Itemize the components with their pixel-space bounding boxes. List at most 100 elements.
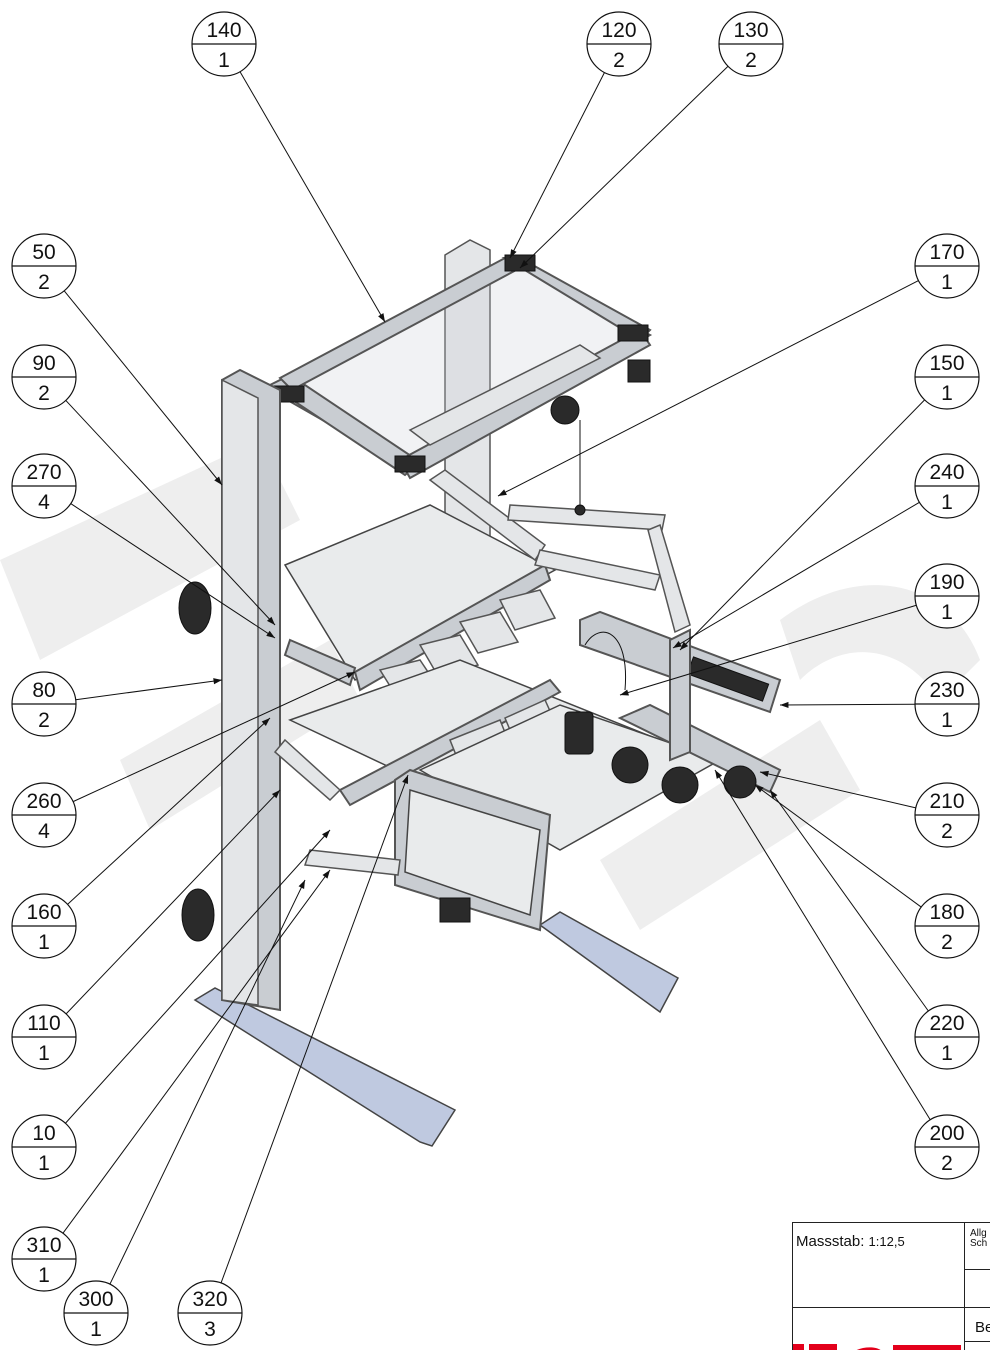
callout-quantity: 1 [941, 601, 953, 624]
callout-quantity: 4 [38, 491, 50, 514]
callout-item-number: 10 [32, 1122, 55, 1145]
callout-quantity: 2 [941, 931, 953, 954]
leader-arrow-140 [378, 313, 385, 322]
callout-item-number: 210 [929, 790, 964, 813]
callout-item-number: 80 [32, 679, 55, 702]
leader-line-90 [65, 400, 276, 626]
callout-item-number: 120 [601, 19, 636, 42]
leader-arrow-110 [271, 790, 280, 799]
leader-line-200 [714, 769, 931, 1121]
hoist [574, 420, 586, 516]
callout-quantity: 2 [613, 49, 625, 72]
callout-item-number: 310 [26, 1234, 61, 1257]
callout-item-number: 200 [929, 1122, 964, 1145]
callout-quantity: 2 [38, 709, 50, 732]
top-frame [267, 254, 653, 480]
leader-arrow-270 [266, 630, 275, 638]
leader-line-50 [63, 290, 223, 486]
callout-50: 502 [11, 233, 77, 299]
callout-bubbles: 1401120213025021701902150127042401190180… [11, 11, 980, 1346]
leader-arrow-150 [680, 641, 689, 650]
callout-quantity: 1 [941, 709, 953, 732]
leader-line-230 [779, 703, 916, 706]
leader-line-270 [70, 503, 276, 639]
upper-shelf [283, 504, 557, 692]
leader-line-160 [67, 717, 271, 905]
title-block-divider [793, 1307, 965, 1308]
front-upright [221, 368, 281, 1012]
callout-item-number: 180 [929, 901, 964, 924]
callout-quantity: 2 [941, 820, 953, 843]
callout-item-number: 230 [929, 679, 964, 702]
scale-value: 1:12,5 [868, 1234, 905, 1249]
title-block-right: Allg Sch Be [965, 1223, 990, 1350]
holders [564, 631, 757, 804]
general-label-line1: Allg [970, 1228, 987, 1239]
leader-line-170 [497, 280, 919, 497]
callout-quantity: 1 [38, 931, 50, 954]
leader-line-80 [75, 679, 223, 701]
leader-line-110 [65, 789, 281, 1015]
callout-item-number: 270 [26, 461, 61, 484]
callout-quantity: 1 [941, 491, 953, 514]
callout-quantity: 2 [941, 1152, 953, 1175]
callout-quantity: 3 [204, 1318, 216, 1341]
callout-item-number: 50 [32, 241, 55, 264]
leader-arrow-50 [214, 476, 222, 485]
leader-line-150 [679, 399, 925, 651]
base-foot-front [193, 911, 680, 1147]
callout-90: 902 [11, 344, 77, 410]
leader-arrow-130 [520, 259, 529, 268]
leader-arrow-240 [673, 641, 682, 648]
leader-arrow-90 [266, 616, 275, 625]
callout-item-number: 260 [26, 790, 61, 813]
callout-quantity: 1 [38, 1152, 50, 1175]
callout-quantity: 2 [745, 49, 757, 72]
title-block-line [965, 1341, 990, 1342]
scale-field: Massstab: 1:12,5 [796, 1233, 905, 1250]
leader-line-260 [72, 671, 356, 803]
leader-arrow-220 [770, 790, 778, 799]
callout-item-number: 170 [929, 241, 964, 264]
leader-line-220 [769, 789, 929, 1012]
callout-item-number: 240 [929, 461, 964, 484]
general-label: Allg Sch [970, 1229, 987, 1249]
leader-line-140 [239, 71, 386, 323]
leader-arrow-80 [213, 678, 222, 685]
general-label-line2: Sch [970, 1238, 988, 1249]
callout-item-number: 300 [78, 1288, 113, 1311]
leader-line-180 [754, 784, 922, 908]
callout-item-number: 150 [929, 352, 964, 375]
leader-line-10 [65, 829, 331, 1124]
callout-quantity: 1 [941, 382, 953, 405]
leader-arrow-320 [402, 775, 408, 784]
callout-item-number: 130 [733, 19, 768, 42]
callout-quantity: 1 [38, 1042, 50, 1065]
callout-item-number: 160 [26, 901, 61, 924]
leader-arrow-160 [261, 718, 270, 726]
leader-arrow-230 [780, 701, 789, 709]
leader-arrow-260 [346, 672, 355, 679]
title-block-line [965, 1269, 990, 1270]
callout-item-number: 140 [206, 19, 241, 42]
leader-arrow-210 [760, 770, 769, 777]
leader-line-320 [220, 774, 409, 1284]
name-label: Be [975, 1319, 990, 1336]
item-logo [793, 1344, 961, 1350]
callout-item-number: 190 [929, 571, 964, 594]
callout-item-number: 220 [929, 1012, 964, 1035]
